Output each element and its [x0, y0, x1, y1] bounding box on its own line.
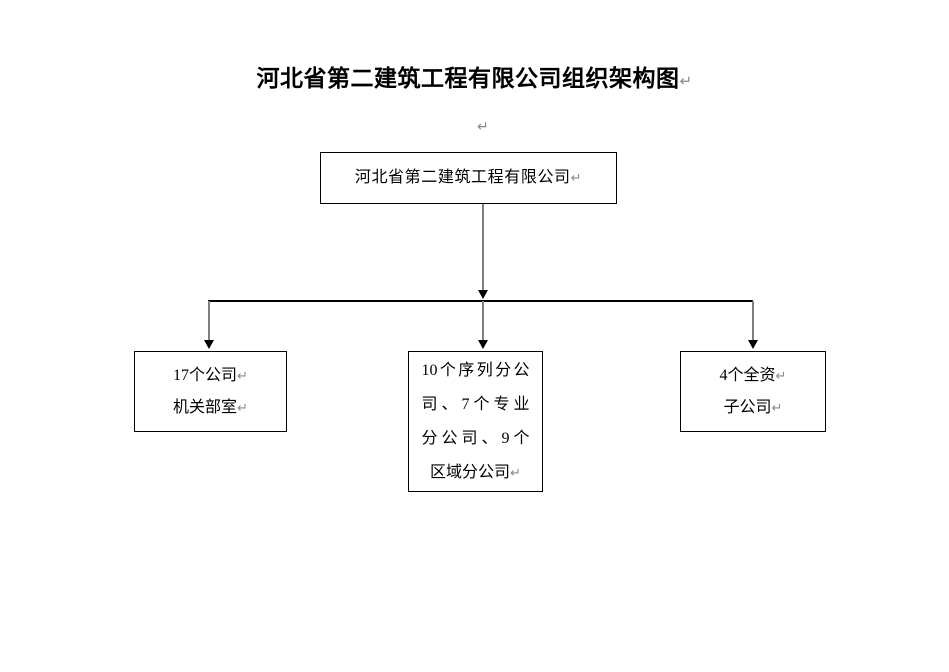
- node-subsidiaries-line-1: 4个全资↵: [719, 366, 787, 384]
- arrowhead-departments-icon: [204, 340, 214, 349]
- paragraph-mark-icon: ↵: [771, 399, 783, 415]
- page-title: 河北省第二建筑工程有限公司组织架构图↵: [0, 64, 949, 97]
- paragraph-mark-icon: ↵: [679, 73, 693, 90]
- node-branches-line-3: 分公司、9个: [421, 429, 530, 447]
- paragraph-mark-icon: ↵: [775, 367, 787, 383]
- node-branches-line-1: 10个序列分公: [421, 361, 530, 379]
- arrowhead-root-to-bar-icon: [478, 290, 488, 299]
- node-branches-text: 10个序列分公 司、7个专业 分公司、9个 区域分公司↵: [422, 354, 530, 490]
- node-box-departments[interactable]: 17个公司↵ 机关部室↵: [134, 351, 287, 432]
- node-branches-line-4: 区域分公司↵: [430, 463, 521, 481]
- connector-horizontal-bar: [208, 300, 753, 302]
- node-subsidiaries-line-2: 子公司↵: [723, 398, 783, 416]
- connector-bar-to-branches: [482, 301, 484, 342]
- arrowhead-subsidiaries-icon: [748, 340, 758, 349]
- paragraph-mark-icon: ↵: [237, 399, 248, 415]
- paragraph-mark-icon: ↵: [510, 464, 521, 480]
- node-departments-line-1: 17个公司↵: [173, 366, 248, 384]
- node-box-root[interactable]: 河北省第二建筑工程有限公司↵: [320, 152, 617, 204]
- node-departments-line-2: 机关部室↵: [173, 398, 248, 416]
- paragraph-mark-icon: ↵: [570, 170, 583, 185]
- node-departments-text: 17个公司↵ 机关部室↵: [173, 360, 248, 424]
- paragraph-mark-icon: ↵: [237, 367, 248, 383]
- connector-bar-to-subsidiaries: [752, 301, 754, 342]
- node-subsidiaries-text: 4个全资↵ 子公司↵: [720, 360, 787, 424]
- empty-paragraph-mark-icon: ↵: [477, 118, 489, 134]
- connector-root-to-bar: [482, 204, 484, 292]
- connector-bar-to-departments: [208, 301, 210, 342]
- page-title-text: 河北省第二建筑工程有限公司组织架构图: [256, 66, 680, 92]
- arrowhead-branches-icon: [478, 340, 488, 349]
- node-box-subsidiaries[interactable]: 4个全资↵ 子公司↵: [680, 351, 826, 432]
- node-root-label: 河北省第二建筑工程有限公司↵: [354, 169, 583, 186]
- node-branches-line-2: 司、7个专业: [421, 395, 530, 413]
- node-box-branches[interactable]: 10个序列分公 司、7个专业 分公司、9个 区域分公司↵: [408, 351, 543, 492]
